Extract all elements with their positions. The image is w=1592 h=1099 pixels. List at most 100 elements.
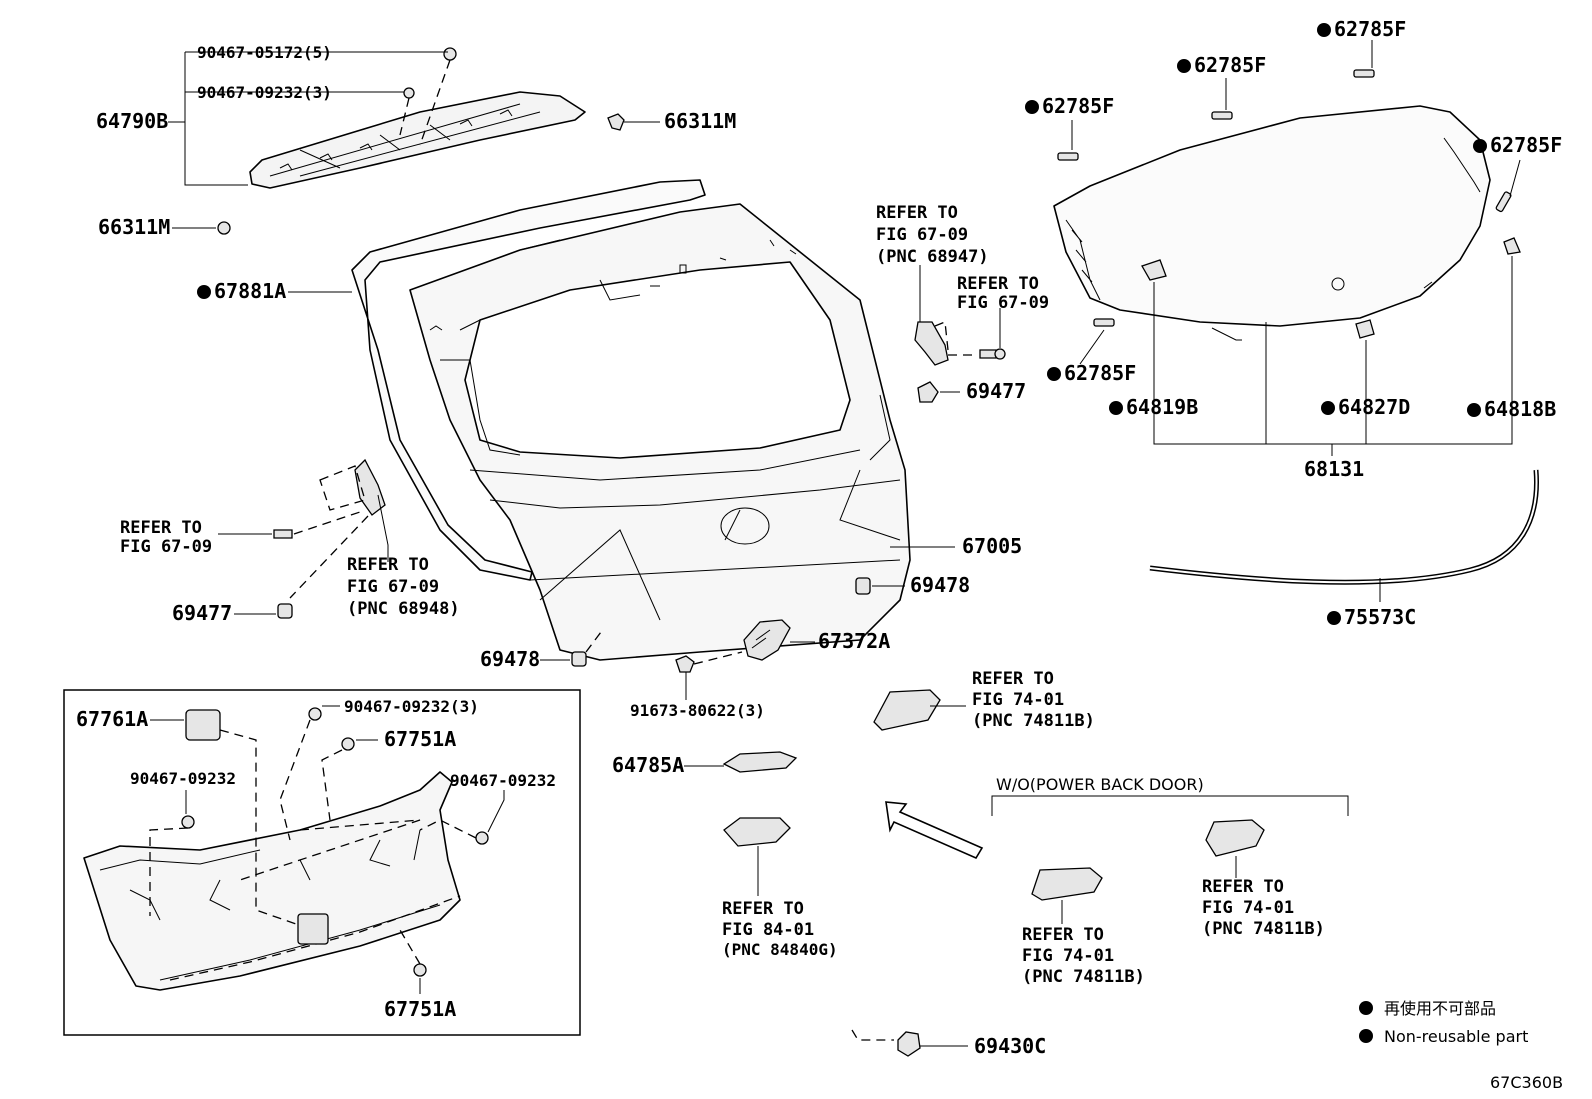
- leader-lines-64790B: [168, 51, 448, 186]
- cushion-69478-right: [855, 577, 905, 595]
- refer-74811B-mid-line2: FIG 74-01: [1022, 946, 1114, 966]
- switch-84840G-drawing: [723, 817, 791, 896]
- clip-66311M-left: [172, 221, 231, 235]
- label-67751A-bottom: 67751A: [384, 997, 456, 1021]
- lamp-74811B-right-drawing: [1205, 819, 1265, 878]
- refer-bolt-left-line2: FIG 67-09: [120, 537, 212, 557]
- label-64819B: 64819B: [1126, 395, 1198, 419]
- label-62785F-3: 62785F: [1042, 94, 1114, 118]
- refer-74811B-mid-line1: REFER TO: [1022, 925, 1104, 945]
- refer-group-bolt-left: REFER TO FIG 67-09: [120, 518, 212, 557]
- refer-74811B-right-line3: (PNC 74811B): [1202, 919, 1325, 939]
- nonreusable-mark-64818B: [1467, 403, 1481, 417]
- lamp-74811B-mid-drawing: [1031, 867, 1103, 924]
- legend-dot-en: [1359, 1029, 1373, 1043]
- hinge-left-drawing: [218, 458, 389, 599]
- refer-group-74811B-upper: REFER TO FIG 74-01 (PNC 74811B): [972, 669, 1095, 731]
- spoiler-part-drawing: [249, 47, 586, 189]
- label-64827D: 64827D: [1338, 395, 1410, 419]
- refer-68948-line2: FIG 67-09: [347, 577, 439, 597]
- nonreusable-mark-64827D: [1321, 401, 1335, 415]
- nonreusable-mark-75573C: [1327, 611, 1341, 625]
- legend-text-en: Non-reusable part: [1384, 1027, 1528, 1046]
- inset-box: [63, 689, 581, 1036]
- refer-74811B-upper-line2: FIG 74-01: [972, 690, 1064, 710]
- moulding-75573C-drawing: [1149, 469, 1539, 602]
- label-90467-05172: 90467-05172(5): [197, 43, 332, 62]
- refer-68948-line3: (PNC 68948): [347, 599, 460, 619]
- refer-group-68948: REFER TO FIG 67-09 (PNC 68948): [347, 555, 460, 619]
- label-67372A: 67372A: [818, 629, 890, 653]
- back-glass-drawing: [1053, 40, 1521, 456]
- refer-group-68947: REFER TO FIG 67-09 (PNC 68947): [876, 203, 989, 267]
- label-62785F-2: 62785F: [1194, 53, 1266, 77]
- trim-board-drawing: [83, 705, 505, 994]
- refer-84840G-line2: FIG 84-01: [722, 920, 814, 940]
- legend-dot-jp: [1359, 1001, 1373, 1015]
- refer-84840G-line1: REFER TO: [722, 899, 804, 919]
- lamp-74811B-upper-drawing: [873, 689, 966, 731]
- label-64790B: 64790B: [96, 109, 168, 133]
- refer-84840G-line3: (PNC 84840G): [722, 940, 838, 959]
- cushion-69477-right: [917, 381, 960, 403]
- label-62785F-4: 62785F: [1490, 133, 1562, 157]
- label-62785F-1: 62785F: [1334, 17, 1406, 41]
- label-69430C: 69430C: [974, 1034, 1046, 1058]
- label-66311M-left: 66311M: [98, 215, 170, 239]
- refer-68947-line3: (PNC 68947): [876, 247, 989, 267]
- handle-64785A-drawing: [684, 751, 798, 773]
- refer-74811B-right-line2: FIG 74-01: [1202, 898, 1294, 918]
- cushion-69478-bottom: [540, 627, 605, 667]
- refer-74811B-right-line1: REFER TO: [1202, 877, 1284, 897]
- back-door-panel-drawing: [351, 179, 911, 661]
- group-bracket: [991, 795, 1349, 816]
- nonreusable-mark-62785F-4: [1473, 139, 1487, 153]
- refer-74811B-upper-line1: REFER TO: [972, 669, 1054, 689]
- legend-text-jp: 再使用不可部品: [1384, 999, 1496, 1018]
- label-75573C: 75573C: [1344, 605, 1416, 629]
- label-69478-bottom: 69478: [480, 647, 540, 671]
- label-67761A: 67761A: [76, 707, 148, 731]
- cushion-69477-left: [234, 603, 293, 619]
- label-90467-09232-inset: 90467-09232(3): [344, 697, 479, 716]
- label-91673-80622: 91673-80622(3): [630, 701, 765, 720]
- refer-group-84840G: REFER TO FIG 84-01 (PNC 84840G): [722, 899, 838, 959]
- nonreusable-mark-62785F-2: [1177, 59, 1191, 73]
- refer-68947-line1: REFER TO: [876, 203, 958, 223]
- label-66311M-right: 66311M: [664, 109, 736, 133]
- clip-66311M-right: [607, 113, 660, 131]
- label-90467-09232-left: 90467-09232: [130, 769, 236, 788]
- label-67751A-top: 67751A: [384, 727, 456, 751]
- refer-bolt-right-line1: REFER TO: [957, 274, 1039, 294]
- label-67881A: 67881A: [214, 279, 286, 303]
- label-90467-09232-right: 90467-09232: [450, 771, 556, 790]
- label-62785F-5: 62785F: [1064, 361, 1136, 385]
- nonreusable-mark-62785F-1: [1317, 23, 1331, 37]
- label-64818B: 64818B: [1484, 397, 1556, 421]
- label-67005: 67005: [962, 534, 1022, 558]
- label-64785A: 64785A: [612, 753, 684, 777]
- arrow-icon: [885, 801, 984, 860]
- refer-68947-line2: FIG 67-09: [876, 225, 968, 245]
- label-69478-right: 69478: [910, 573, 970, 597]
- nonreusable-mark-62785F-5: [1047, 367, 1061, 381]
- refer-74811B-upper-line3: (PNC 74811B): [972, 711, 1095, 731]
- label-68131: 68131: [1304, 457, 1364, 481]
- nonreusable-mark-64819B: [1109, 401, 1123, 415]
- nonreusable-mark-62785F-3: [1025, 100, 1039, 114]
- group-label-wo-power-back-door: W/O(POWER BACK DOOR): [996, 775, 1204, 794]
- label-69477-right: 69477: [966, 379, 1026, 403]
- legend: 再使用不可部品 Non-reusable part: [1359, 999, 1528, 1046]
- lock-67372A-drawing: [675, 619, 815, 700]
- refer-bolt-right-line2: FIG 67-09: [957, 293, 1049, 313]
- label-69477-left: 69477: [172, 601, 232, 625]
- wo-power-back-door-group: W/O(POWER BACK DOOR) REFER TO FIG 74-01 …: [885, 775, 1349, 987]
- part-69430C-drawing: [851, 1029, 968, 1057]
- refer-68948-line1: REFER TO: [347, 555, 429, 575]
- figure-code: 67C360B: [1490, 1073, 1563, 1092]
- hinge-right-drawing: [914, 265, 1006, 366]
- refer-74811B-mid-line3: (PNC 74811B): [1022, 967, 1145, 987]
- refer-bolt-left-line1: REFER TO: [120, 518, 202, 538]
- refer-group-bolt-right: REFER TO FIG 67-09: [957, 274, 1049, 313]
